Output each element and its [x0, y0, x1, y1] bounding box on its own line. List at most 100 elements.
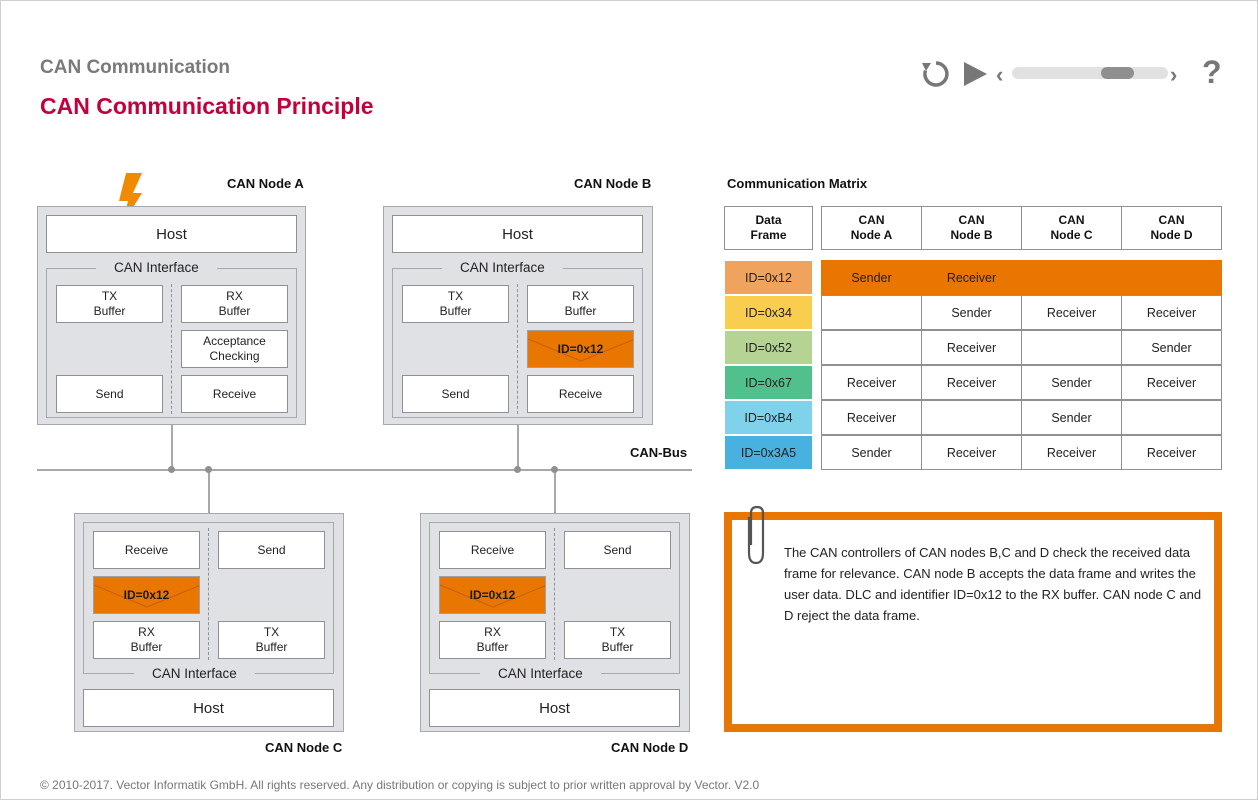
node-a-host: Host [46, 215, 297, 253]
previous-icon[interactable]: ‹ [996, 62, 1004, 87]
matrix-cell: Receiver [921, 330, 1022, 365]
node-d-id-frame: ID=0x12 [439, 576, 546, 614]
envelope-icon [94, 584, 199, 608]
node-a-interface-label: CAN Interface [96, 260, 217, 275]
node-d-rx-buffer: RX Buffer [439, 621, 546, 659]
matrix-cell: Receiver [921, 365, 1022, 400]
info-note [724, 512, 1222, 732]
node-d-send: Send [564, 531, 671, 569]
matrix-cell: Receiver [1121, 435, 1222, 470]
matrix-header-node-b: CAN Node B [921, 206, 1022, 250]
node-b-receive: Receive [527, 375, 634, 413]
matrix-cell: Receiver [821, 365, 922, 400]
bus-connector-c [208, 469, 210, 513]
matrix-frame-id: ID=0x12 [724, 260, 813, 295]
help-icon[interactable]: ? [1202, 54, 1222, 90]
envelope-icon [440, 584, 545, 608]
node-c-host: Host [83, 689, 334, 727]
note-text: The CAN controllers of CAN nodes B,C and… [784, 545, 1202, 623]
matrix-frame-id: ID=0x3A5 [724, 435, 813, 470]
matrix-frame-id: ID=0x52 [724, 330, 813, 365]
divider [171, 284, 172, 414]
matrix-cell: Receiver [921, 260, 1022, 295]
matrix-cell [921, 400, 1022, 435]
bus-connector-b [517, 425, 519, 470]
matrix-header-node-a: CAN Node A [821, 206, 922, 250]
section-title: CAN Communication [40, 57, 230, 78]
matrix-cell: Sender [821, 435, 922, 470]
matrix-cell: Sender [921, 295, 1022, 330]
node-d-label: CAN Node D [611, 740, 689, 755]
matrix-cell: Receiver [1121, 365, 1222, 400]
node-b-id-label: ID=0x12 [557, 342, 604, 356]
can-bus-label: CAN-Bus [630, 445, 688, 460]
node-a-send: Send [56, 375, 163, 413]
matrix-cell [1021, 330, 1122, 365]
node-a-receive: Receive [181, 375, 288, 413]
node-c-rx-buffer: RX Buffer [93, 621, 200, 659]
node-c-label: CAN Node C [265, 740, 343, 755]
matrix-cell: Receiver [1121, 295, 1222, 330]
matrix-title: Communication Matrix [727, 176, 868, 191]
node-d-host: Host [429, 689, 680, 727]
node-d-receive: Receive [439, 531, 546, 569]
replay-icon[interactable] [920, 58, 952, 90]
node-d-tx-buffer: TX Buffer [564, 621, 671, 659]
matrix-cell: Receiver [821, 400, 922, 435]
node-c-id-frame: ID=0x12 [93, 576, 200, 614]
matrix-cell [1021, 260, 1122, 295]
matrix-header-node-c: CAN Node C [1021, 206, 1122, 250]
node-c-tx-buffer: TX Buffer [218, 621, 325, 659]
node-b-interface-label: CAN Interface [442, 260, 563, 275]
node-a-label: CAN Node A [227, 176, 304, 191]
divider [208, 528, 209, 660]
matrix-cell [1121, 260, 1222, 295]
node-d-id-label: ID=0x12 [469, 588, 516, 602]
can-bus-line [37, 469, 692, 471]
node-c-receive: Receive [93, 531, 200, 569]
node-b-host: Host [392, 215, 643, 253]
lightning-icon [119, 173, 142, 225]
bus-junction [205, 466, 212, 473]
matrix-frame-id: ID=0x34 [724, 295, 813, 330]
page-title: CAN Communication Principle [40, 93, 374, 119]
node-c-id-label: ID=0x12 [123, 588, 170, 602]
matrix-header-frame: Data Frame [724, 206, 813, 250]
matrix-cell: Receiver [1021, 295, 1122, 330]
matrix-cell: Sender [1021, 400, 1122, 435]
node-b-rx-buffer: RX Buffer [527, 285, 634, 323]
bus-junction [168, 466, 175, 473]
play-icon[interactable] [960, 58, 990, 90]
matrix-frame-id: ID=0x67 [724, 365, 813, 400]
bus-connector-a [171, 425, 173, 470]
divider [554, 528, 555, 660]
node-a-tx-buffer: TX Buffer [56, 285, 163, 323]
envelope-icon [528, 338, 633, 362]
bus-junction [551, 466, 558, 473]
node-c-interface-label: CAN Interface [134, 666, 255, 681]
progress-thumb[interactable] [1100, 67, 1134, 79]
node-d-interface-label: CAN Interface [480, 666, 601, 681]
node-c-send: Send [218, 531, 325, 569]
bus-connector-d [554, 469, 556, 513]
node-a-acceptance-checking: Acceptance Checking [181, 330, 288, 368]
divider [517, 284, 518, 414]
node-b-tx-buffer: TX Buffer [402, 285, 509, 323]
node-a-rx-buffer: RX Buffer [181, 285, 288, 323]
matrix-cell [821, 330, 922, 365]
node-b-label: CAN Node B [574, 176, 652, 191]
bus-junction [514, 466, 521, 473]
matrix-cell [821, 295, 922, 330]
matrix-cell: Sender [1021, 365, 1122, 400]
matrix-cell [1121, 400, 1222, 435]
copyright-footer: © 2010-2017. Vector Informatik GmbH. All… [40, 778, 760, 792]
next-icon[interactable]: › [1170, 62, 1178, 87]
matrix-cell: Receiver [1021, 435, 1122, 470]
progress-track[interactable] [1012, 67, 1168, 79]
node-b-send: Send [402, 375, 509, 413]
matrix-cell: Receiver [921, 435, 1022, 470]
paperclip-icon [747, 505, 765, 565]
node-b-id-frame: ID=0x12 [527, 330, 634, 368]
matrix-cell: Sender [821, 260, 922, 295]
matrix-header-node-d: CAN Node D [1121, 206, 1222, 250]
